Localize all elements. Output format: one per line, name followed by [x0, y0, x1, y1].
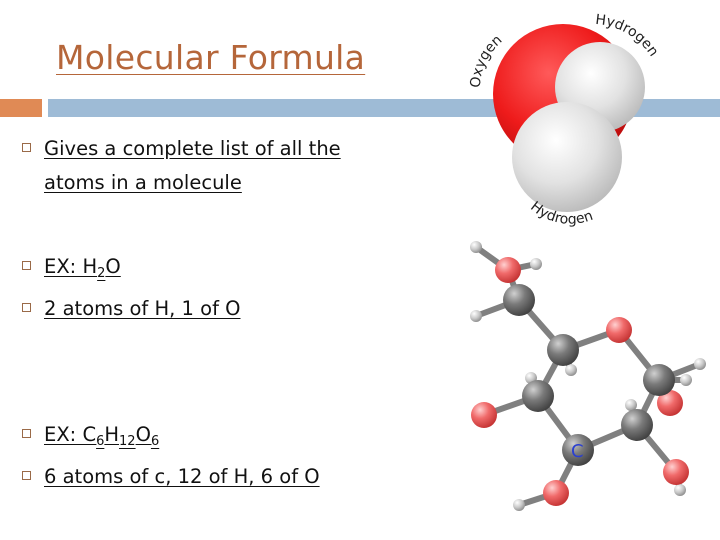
carbon-atom [621, 409, 653, 441]
carbon-atom [562, 434, 594, 466]
carbon-atom [522, 380, 554, 412]
bullet-square-icon [22, 429, 31, 438]
bullet-square-icon [22, 261, 31, 270]
oxygen-atom [543, 480, 569, 506]
hydrogen-atom [470, 310, 482, 322]
hydrogen-sphere-bottom [512, 102, 622, 212]
accent-bar-orange [0, 99, 42, 117]
bullet-text: EX: C6H12O6 [44, 423, 160, 449]
carbon-atom [643, 364, 675, 396]
water-molecule-model: Oxygen Hydrogen Hydrogen [468, 12, 662, 228]
glucose-atoms: C [470, 241, 706, 511]
bullet-text: atoms in a molecule [44, 171, 242, 194]
bullet-text: 6 atoms of c, 12 of H, 6 of O [44, 465, 320, 488]
hydrogen-atom [470, 241, 482, 253]
bullet-text: 2 atoms of H, 1 of O [44, 297, 241, 320]
oxygen-atom [657, 390, 683, 416]
carbon-atom [503, 284, 535, 316]
bullet-text: Gives a complete list of all the [44, 137, 341, 160]
carbon-atom [547, 334, 579, 366]
oxygen-atom [663, 459, 689, 485]
hydrogen-atom [680, 374, 692, 386]
slide-title: Molecular Formula [56, 38, 366, 77]
oxygen-atom [495, 257, 521, 283]
hydrogen-atom [565, 364, 577, 376]
bullet-text: EX: H2O [44, 255, 121, 281]
hydrogen-atom [694, 358, 706, 370]
bullet-square-icon [22, 143, 31, 152]
bullet-square-icon [22, 471, 31, 480]
bullet-square-icon [22, 303, 31, 312]
oxygen-atom [606, 317, 632, 343]
hydrogen-atom [674, 484, 686, 496]
hydrogen-atom [625, 399, 637, 411]
hydrogen-atom [530, 258, 542, 270]
carbon-atom-label: C [571, 441, 584, 462]
oxygen-atom [471, 402, 497, 428]
hydrogen-atom [513, 499, 525, 511]
